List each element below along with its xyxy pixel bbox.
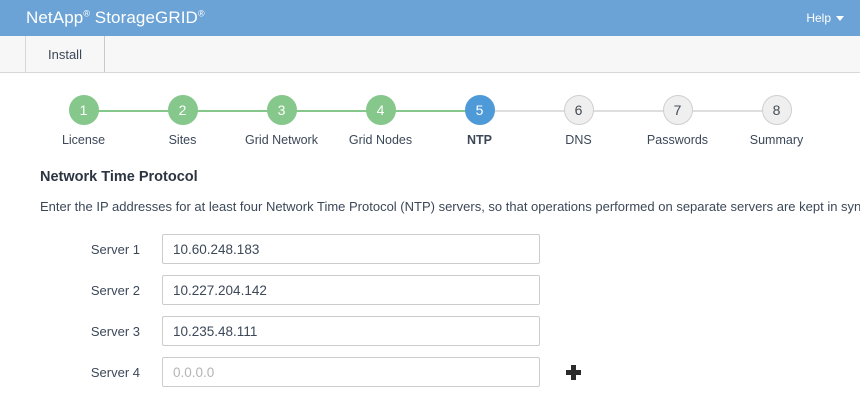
step-connector-2 bbox=[195, 110, 269, 112]
registered-mark-icon: ® bbox=[83, 8, 90, 19]
step-7-circle: 7 bbox=[662, 95, 693, 125]
server-1-input[interactable] bbox=[162, 234, 540, 264]
server-2-input[interactable] bbox=[162, 275, 540, 305]
step-3-circle: 3 bbox=[266, 95, 297, 125]
brand-logo: NetApp® StorageGRID® bbox=[26, 8, 205, 28]
step-connector-3 bbox=[294, 110, 368, 112]
step-connector-6 bbox=[591, 110, 665, 112]
step-1-label: License bbox=[61, 133, 106, 147]
step-2-circle: 2 bbox=[167, 95, 198, 125]
step-1-license[interactable]: 1 License bbox=[34, 95, 133, 147]
install-stepper: 1 License 2 Sites 3 Grid Network 4 Grid … bbox=[0, 95, 860, 157]
ntp-server-row-2: Server 2 bbox=[40, 275, 860, 305]
brand-storagegrid: StorageGRID bbox=[94, 8, 198, 27]
step-4-circle: 4 bbox=[365, 95, 396, 125]
step-4-grid-nodes[interactable]: 4 Grid Nodes bbox=[331, 95, 430, 147]
step-5-label: NTP bbox=[467, 133, 492, 147]
server-2-label: Server 2 bbox=[90, 282, 140, 298]
step-6-dns[interactable]: 6 DNS bbox=[529, 95, 628, 147]
step-1-circle: 1 bbox=[68, 95, 99, 125]
step-3-label: Grid Network bbox=[245, 133, 318, 147]
server-4-input[interactable] bbox=[162, 357, 540, 387]
ntp-server-row-4: Server 4 bbox=[40, 357, 860, 387]
plus-icon bbox=[565, 364, 581, 380]
tab-bar-filler bbox=[105, 36, 860, 72]
step-4-label: Grid Nodes bbox=[348, 133, 413, 147]
tab-bar: Install bbox=[0, 36, 860, 73]
step-8-label: Summary bbox=[749, 133, 804, 147]
ntp-server-row-3: Server 3 bbox=[40, 316, 860, 346]
add-server-button[interactable] bbox=[562, 361, 584, 383]
server-4-label: Server 4 bbox=[90, 364, 140, 380]
page-title: Network Time Protocol bbox=[40, 169, 198, 185]
step-connector-1 bbox=[96, 110, 170, 112]
step-connector-7 bbox=[690, 110, 764, 112]
ntp-config-panel: Network Time Protocol Enter the IP addre… bbox=[0, 157, 860, 387]
tab-bar-gutter bbox=[0, 36, 26, 72]
stepper-steps: 1 License 2 Sites 3 Grid Network 4 Grid … bbox=[34, 95, 826, 147]
brand-netapp: NetApp bbox=[26, 8, 84, 27]
server-3-label: Server 3 bbox=[90, 323, 140, 339]
step-6-label: DNS bbox=[565, 133, 592, 147]
step-3-grid-network[interactable]: 3 Grid Network bbox=[232, 95, 331, 147]
step-6-circle: 6 bbox=[563, 95, 594, 125]
help-menu-label: Help bbox=[806, 11, 831, 25]
ntp-server-row-1: Server 1 bbox=[40, 234, 860, 264]
tab-install[interactable]: Install bbox=[26, 36, 105, 72]
registered-mark-icon: ® bbox=[197, 8, 205, 19]
app-header: NetApp® StorageGRID® Help bbox=[0, 0, 860, 36]
step-8-summary[interactable]: 8 Summary bbox=[727, 95, 826, 147]
step-2-sites[interactable]: 2 Sites bbox=[133, 95, 232, 147]
step-2-label: Sites bbox=[168, 133, 197, 147]
step-5-circle: 5 bbox=[464, 95, 495, 125]
page-description: Enter the IP addresses for at least four… bbox=[40, 199, 860, 214]
chevron-down-icon bbox=[836, 15, 844, 21]
server-3-input[interactable] bbox=[162, 316, 540, 346]
step-5-ntp[interactable]: 5 NTP bbox=[430, 95, 529, 147]
step-connector-4 bbox=[393, 110, 467, 112]
help-menu[interactable]: Help bbox=[806, 11, 844, 25]
step-8-circle: 8 bbox=[761, 95, 792, 125]
step-connector-5 bbox=[492, 110, 566, 112]
step-7-label: Passwords bbox=[646, 133, 709, 147]
server-1-label: Server 1 bbox=[90, 241, 140, 257]
step-7-passwords[interactable]: 7 Passwords bbox=[628, 95, 727, 147]
